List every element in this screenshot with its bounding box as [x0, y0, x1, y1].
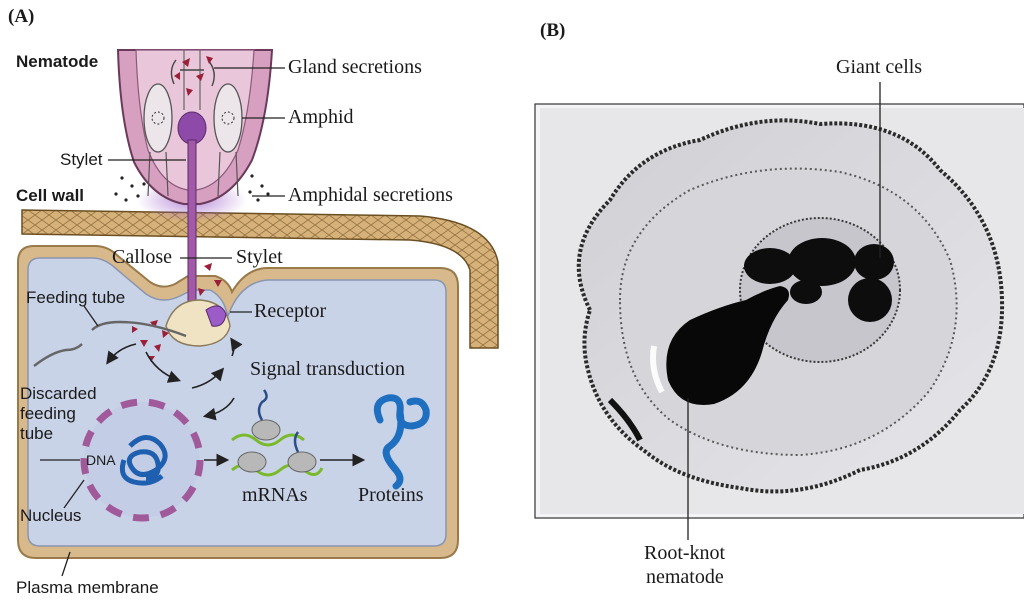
- label-mrnas: mRNAs: [242, 484, 308, 506]
- cell-wall-band: [21, 209, 499, 349]
- label-discarded-1: Discarded: [20, 384, 97, 403]
- label-amphidal-secretions: Amphidal secretions: [288, 184, 453, 206]
- label-nematode: Nematode: [16, 52, 99, 71]
- nematode-head: [116, 49, 274, 205]
- label-receptor: Receptor: [254, 300, 327, 322]
- dna-knot: [119, 435, 168, 486]
- discarded-feeding-tube: [33, 343, 83, 367]
- panel-b: [534, 82, 1024, 540]
- label-plasma-membrane: Plasma membrane: [16, 578, 159, 597]
- mrnas-graphic: [231, 389, 324, 477]
- label-root-knot-1: Root-knot: [644, 542, 726, 564]
- label-dna: DNA: [86, 452, 116, 468]
- nucleus: [80, 398, 204, 522]
- panel-a: [17, 49, 499, 577]
- label-root-knot-2: nematode: [646, 566, 724, 588]
- nematode-body: [666, 286, 789, 405]
- protein-graphic: [373, 394, 430, 490]
- panel-b-letter: (B): [540, 20, 566, 41]
- label-proteins: Proteins: [358, 484, 424, 506]
- label-nucleus: Nucleus: [20, 506, 82, 525]
- label-signal-transduction: Signal transduction: [250, 358, 405, 380]
- giant-cells: [744, 238, 894, 322]
- label-feeding-tube: Feeding tube: [26, 288, 126, 307]
- effector-triangles: [132, 263, 222, 362]
- label-gland-secretions: Gland secretions: [288, 56, 422, 78]
- label-discarded-2: feeding: [20, 404, 76, 423]
- label-callose: Callose: [112, 246, 172, 268]
- secretion-dots: [114, 174, 270, 202]
- label-stylet-mid: Stylet: [236, 246, 283, 268]
- label-cell-wall: Cell wall: [16, 186, 85, 205]
- leader-lines-a: [40, 67, 285, 577]
- label-discarded-3: tube: [20, 424, 54, 443]
- label-giant-cells: Giant cells: [836, 56, 923, 78]
- panel-a-letter: (A): [8, 6, 35, 27]
- signal-arrows: [106, 337, 366, 467]
- receptor-shape: [205, 305, 227, 327]
- label-amphid: Amphid: [288, 106, 354, 128]
- label-stylet-top: Stylet: [60, 150, 103, 169]
